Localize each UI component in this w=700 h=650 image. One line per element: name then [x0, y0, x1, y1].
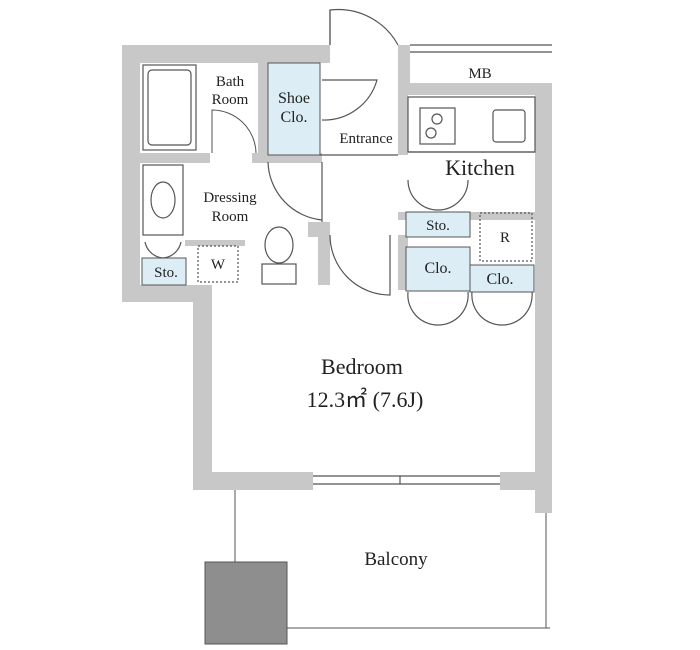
bath-label-1: Bath [216, 74, 245, 90]
basin [142, 164, 184, 236]
washer-box [197, 245, 239, 283]
refrigerator-label: R [500, 230, 510, 246]
mb-label: MB [468, 66, 491, 82]
shoe-closet-label-2: Clo. [280, 109, 307, 126]
kitchen-label: Kitchen [445, 155, 515, 180]
shoe-closet-area [267, 62, 321, 156]
closet-right-label: Clo. [486, 271, 513, 288]
closet-left-label: Clo. [424, 260, 451, 277]
closet-right-area [469, 264, 535, 293]
balcony-label: Balcony [364, 549, 428, 570]
storage-kitchen-label: Sto. [426, 218, 450, 234]
balcony [204, 490, 550, 645]
fixtures [142, 8, 552, 485]
bath-label-2: Room [212, 92, 249, 108]
bedroom-name: Bedroom [321, 354, 403, 379]
storage-kitchen-area [405, 211, 471, 238]
bedroom-area: 12.3㎡ (7.6J) [307, 387, 424, 412]
walls [122, 45, 552, 513]
toilet [261, 263, 297, 285]
shoe-closet-label-1: Shoe [278, 90, 310, 107]
storage-areas [141, 62, 535, 293]
dressing-label-1: Dressing [203, 190, 257, 206]
refrigerator-box [479, 212, 533, 262]
storage-dressing-label: Sto. [154, 265, 178, 281]
bathtub [142, 64, 197, 151]
balcony-unit [204, 561, 288, 645]
dressing-label-2: Room [212, 209, 249, 225]
labels: Bath Room Shoe Clo. Entrance MB Kitchen … [154, 66, 515, 570]
entrance-label: Entrance [339, 131, 393, 147]
washer-label: W [211, 257, 226, 273]
closet-left-area [405, 246, 471, 292]
